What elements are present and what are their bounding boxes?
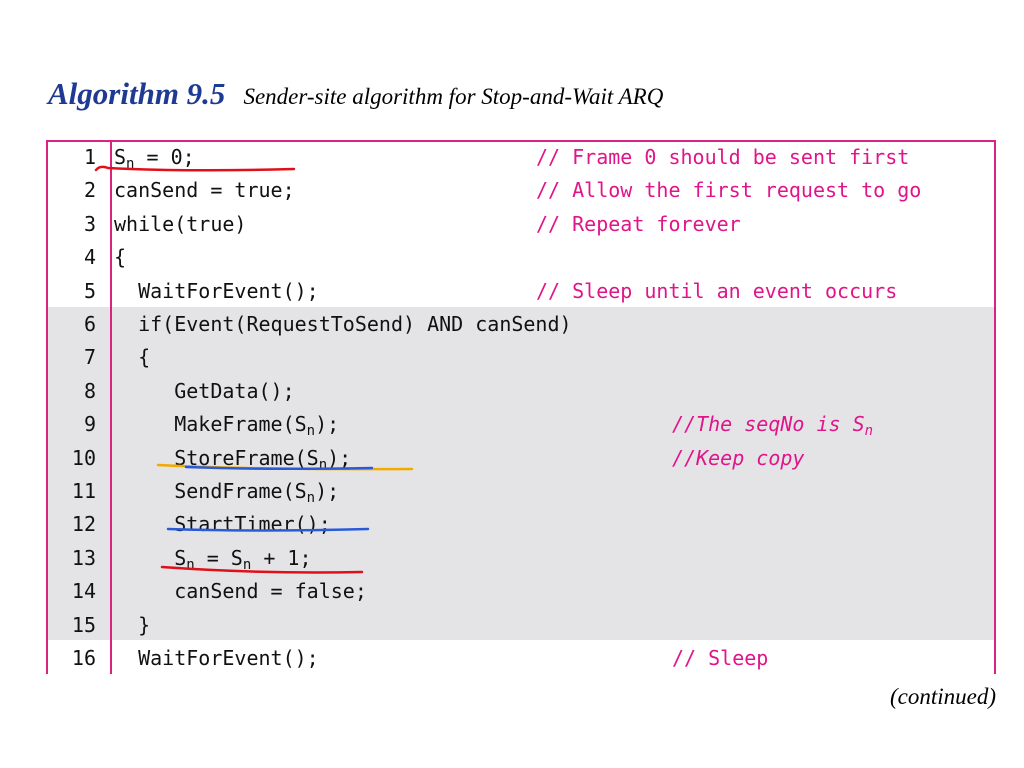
code-text: ); bbox=[315, 412, 340, 437]
line-number: 2 bbox=[83, 178, 96, 203]
code-statement: Sn = 0; bbox=[114, 142, 195, 174]
line-number: 5 bbox=[83, 278, 96, 303]
code-statement: Sn = Sn + 1; bbox=[114, 541, 312, 575]
code-comment: //The seqNo is Sn bbox=[672, 407, 873, 441]
code-text: StartTimer(); bbox=[114, 512, 331, 537]
code-statement: } bbox=[114, 608, 150, 642]
line-number: 7 bbox=[83, 345, 96, 370]
code-statement: { bbox=[114, 240, 126, 274]
code-line: 13 Sn = Sn + 1; bbox=[48, 541, 994, 575]
code-text: GetData(); bbox=[114, 378, 295, 403]
code-line: 14 canSend = false; bbox=[48, 574, 994, 608]
code-text: WaitForEvent(); bbox=[114, 278, 319, 303]
code-text: SendFrame(S bbox=[114, 479, 307, 503]
line-number: 11 bbox=[71, 479, 96, 503]
code-line: 2 canSend = true; // Allow the first reque… bbox=[48, 173, 994, 207]
algorithm-heading: Algorithm 9.5 Sender-site algorithm for … bbox=[48, 76, 663, 112]
line-number: 8 bbox=[83, 378, 96, 403]
code-comment: // Sleep until an event occurs bbox=[536, 278, 898, 303]
algorithm-caption: Sender-site algorithm for Stop-and-Wait … bbox=[243, 84, 664, 109]
code-text: S bbox=[114, 545, 187, 570]
code-statement: while(true) bbox=[114, 207, 246, 241]
code-line: 11 SendFrame(Sn); bbox=[48, 474, 994, 508]
line-number: 3 bbox=[83, 211, 96, 236]
line-number: 6 bbox=[83, 312, 96, 336]
line-number: 4 bbox=[83, 245, 96, 270]
code-statement: StoreFrame(Sn); bbox=[114, 441, 351, 475]
code-text: { bbox=[114, 345, 151, 370]
code-comment: //Keep copy bbox=[672, 445, 805, 470]
code-statement: SendFrame(Sn); bbox=[114, 474, 339, 508]
code-text: MakeFrame(S bbox=[114, 412, 307, 437]
code-line: 16 WaitForEvent(); // Sleep bbox=[48, 641, 994, 674]
code-line: 12 StartTimer(); bbox=[48, 507, 994, 541]
code-line: 8 GetData(); bbox=[48, 374, 994, 408]
code-comment: // Repeat forever bbox=[536, 211, 741, 236]
code-statement: WaitForEvent(); bbox=[114, 641, 319, 674]
line-number: 16 bbox=[71, 646, 96, 670]
line-number: 13 bbox=[71, 545, 96, 570]
code-text: if(Event(RequestToSend) AND canSend) bbox=[114, 312, 572, 336]
code-statement: canSend = true; bbox=[114, 173, 295, 207]
subscript: n bbox=[318, 456, 328, 473]
code-text: while(true) bbox=[114, 211, 247, 236]
code-text: canSend = false; bbox=[114, 579, 367, 604]
code-text: canSend = true; bbox=[114, 178, 295, 203]
code-text: + 1; bbox=[251, 545, 312, 570]
algorithm-label: Algorithm 9.5 bbox=[48, 76, 226, 111]
code-text: = 0; bbox=[134, 145, 195, 169]
line-number: 14 bbox=[71, 579, 96, 604]
code-statement: { bbox=[114, 340, 150, 374]
code-statement: StartTimer(); bbox=[114, 507, 331, 541]
code-line: 6 if(Event(RequestToSend) AND canSend) bbox=[48, 307, 994, 341]
code-statement: WaitForEvent(); bbox=[114, 274, 319, 308]
subscript: n bbox=[126, 156, 135, 172]
code-text: { bbox=[114, 245, 127, 270]
line-number: 10 bbox=[71, 445, 96, 470]
code-text: } bbox=[114, 612, 151, 637]
code-comment: // Allow the first request to go bbox=[536, 178, 922, 203]
line-number: 9 bbox=[83, 412, 96, 437]
code-line: 15 } bbox=[48, 608, 994, 642]
code-text: StoreFrame(S bbox=[114, 445, 319, 470]
subscript: n bbox=[186, 556, 195, 573]
code-line: 10 StoreFrame(Sn); //Keep copy bbox=[48, 441, 994, 475]
line-number: 15 bbox=[71, 612, 96, 637]
highlighted-block bbox=[48, 307, 994, 640]
continued-note: (continued) bbox=[889, 684, 996, 709]
code-line: 4{ bbox=[48, 240, 994, 274]
code-text: S bbox=[114, 145, 127, 169]
line-number: 1 bbox=[83, 145, 96, 169]
code-line: 9 MakeFrame(Sn);//The seqNo is Sn bbox=[48, 407, 994, 441]
line-number-divider bbox=[110, 142, 112, 674]
code-statement: if(Event(RequestToSend) AND canSend) bbox=[114, 307, 572, 341]
code-statement: canSend = false; bbox=[114, 574, 367, 608]
code-text: WaitForEvent(); bbox=[114, 646, 319, 670]
code-text: = S bbox=[194, 545, 243, 570]
code-statement: GetData(); bbox=[114, 374, 295, 408]
subscript: n bbox=[306, 490, 316, 506]
code-line: 7 { bbox=[48, 340, 994, 374]
code-comment: // Sleep bbox=[672, 646, 769, 670]
line-number: 12 bbox=[71, 512, 96, 537]
code-text: ); bbox=[315, 479, 340, 503]
code-statement: MakeFrame(Sn); bbox=[114, 407, 339, 441]
subscript: n bbox=[306, 423, 316, 440]
code-line: 5 WaitForEvent(); // Sleep until an event… bbox=[48, 274, 994, 308]
subscript: n bbox=[242, 556, 252, 573]
subscript: n bbox=[864, 423, 874, 440]
code-comment: // Frame 0 should be sent first bbox=[536, 145, 910, 169]
code-line: 3 while(true) // Repeat forever bbox=[48, 207, 994, 241]
code-text: //The seqNo is S bbox=[672, 412, 865, 437]
code-text: ); bbox=[327, 445, 352, 470]
